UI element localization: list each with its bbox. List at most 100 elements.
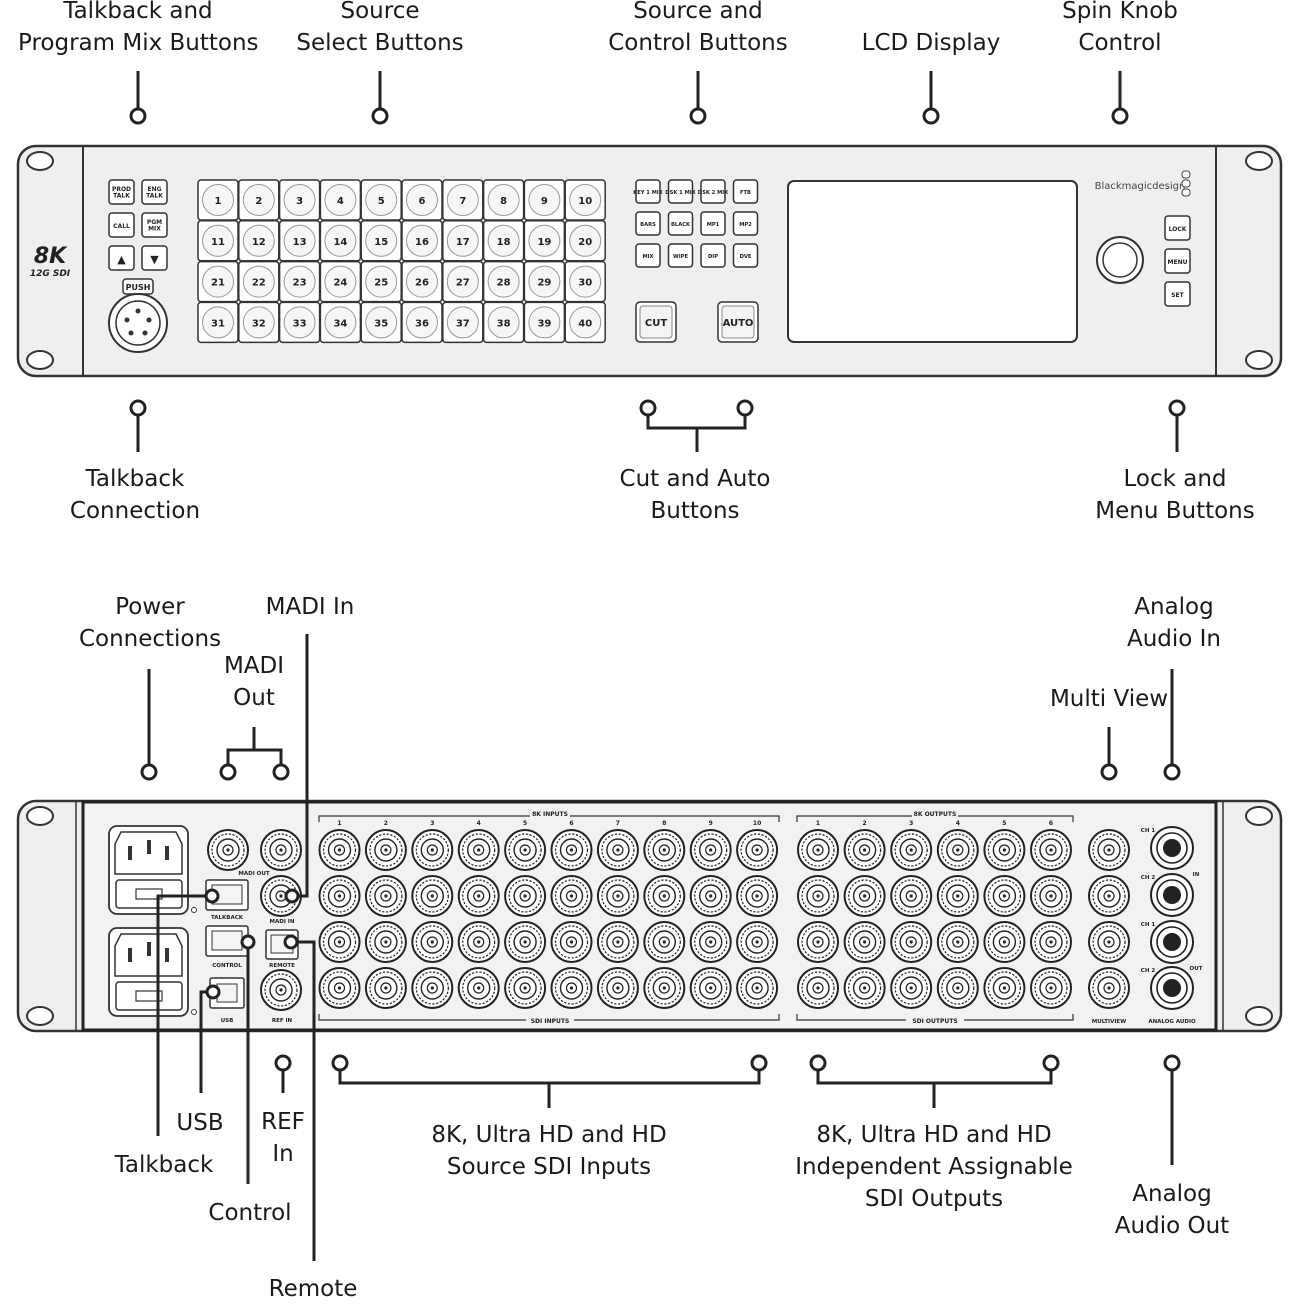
source-button[interactable]: 22 bbox=[238, 260, 280, 303]
sdi-input-bnc[interactable] bbox=[364, 875, 407, 917]
sdi-output-bnc[interactable] bbox=[936, 967, 979, 1009]
source-button[interactable]: 23 bbox=[278, 260, 321, 303]
sdi-output-bnc[interactable] bbox=[797, 921, 839, 963]
sdi-output-bnc[interactable] bbox=[890, 967, 933, 1009]
source-button[interactable]: 20 bbox=[564, 220, 606, 262]
source-button[interactable]: 2 bbox=[238, 179, 280, 221]
control-port[interactable]: CONTROL bbox=[205, 925, 249, 969]
talkback-port[interactable]: TALKBACK bbox=[205, 879, 249, 921]
sdi-output-bnc[interactable] bbox=[890, 921, 933, 963]
sdi-output-bnc[interactable] bbox=[797, 967, 839, 1009]
sdi-input-bnc[interactable] bbox=[643, 829, 686, 871]
sdi-input-bnc[interactable] bbox=[596, 829, 639, 871]
source-button[interactable]: 21 bbox=[197, 260, 239, 303]
control-button[interactable]: DSK 1 MIX bbox=[665, 179, 696, 204]
source-button[interactable]: 18 bbox=[482, 220, 525, 262]
cut-button[interactable]: CUT bbox=[635, 301, 677, 343]
sdi-output-bnc[interactable] bbox=[843, 921, 886, 963]
source-button[interactable]: 25 bbox=[360, 260, 402, 303]
control-button[interactable]: FTB bbox=[732, 179, 759, 204]
sdi-output-bnc[interactable] bbox=[797, 829, 839, 871]
sdi-output-bnc[interactable] bbox=[797, 875, 839, 917]
multiview-bnc[interactable] bbox=[1088, 829, 1130, 871]
sdi-input-bnc[interactable] bbox=[318, 875, 361, 917]
madi-in-bnc[interactable] bbox=[260, 875, 302, 917]
source-button[interactable]: 10 bbox=[564, 179, 606, 221]
sdi-input-bnc[interactable] bbox=[736, 967, 779, 1009]
sdi-output-bnc[interactable] bbox=[983, 921, 1026, 963]
sdi-input-bnc[interactable] bbox=[364, 921, 407, 963]
talkback-panel-button[interactable]: CALL bbox=[108, 212, 135, 238]
sdi-output-bnc[interactable] bbox=[983, 875, 1026, 917]
sdi-output-bnc[interactable] bbox=[890, 829, 933, 871]
menu-button[interactable]: MENU bbox=[1164, 248, 1191, 274]
sdi-output-bnc[interactable] bbox=[1030, 921, 1072, 963]
source-button[interactable]: 32 bbox=[238, 301, 280, 344]
sdi-input-bnc[interactable] bbox=[318, 921, 361, 963]
sdi-input-bnc[interactable] bbox=[318, 967, 361, 1009]
sdi-output-bnc[interactable] bbox=[890, 875, 933, 917]
sdi-input-bnc[interactable] bbox=[318, 829, 361, 871]
sdi-input-bnc[interactable] bbox=[689, 921, 732, 963]
source-button[interactable]: 19 bbox=[523, 220, 566, 262]
sdi-input-bnc[interactable] bbox=[364, 829, 407, 871]
sdi-output-bnc[interactable] bbox=[983, 967, 1026, 1009]
source-button[interactable]: 15 bbox=[360, 220, 402, 262]
control-button[interactable]: MP1 bbox=[700, 211, 726, 236]
source-button[interactable]: 30 bbox=[564, 260, 606, 303]
sdi-input-bnc[interactable] bbox=[504, 875, 547, 917]
source-button[interactable]: 12 bbox=[238, 220, 280, 262]
source-button[interactable]: 29 bbox=[523, 260, 566, 303]
analog-audio-jack[interactable]: CH 2 bbox=[1141, 966, 1194, 1010]
analog-audio-jack[interactable]: CH 1 bbox=[1141, 826, 1194, 870]
lock-button[interactable]: LOCK bbox=[1164, 215, 1191, 241]
control-button[interactable]: DSK 2 MIX bbox=[698, 179, 728, 204]
madi-out-bnc[interactable] bbox=[207, 829, 249, 871]
source-button[interactable]: 4 bbox=[319, 179, 362, 221]
sdi-input-bnc[interactable] bbox=[411, 829, 454, 871]
source-button[interactable]: 38 bbox=[482, 301, 525, 344]
sdi-output-bnc[interactable] bbox=[843, 967, 886, 1009]
sdi-output-bnc[interactable] bbox=[983, 829, 1026, 871]
sdi-input-bnc[interactable] bbox=[550, 921, 593, 963]
source-button[interactable]: 40 bbox=[564, 301, 606, 344]
set-button[interactable]: SET bbox=[1164, 281, 1191, 307]
sdi-input-bnc[interactable] bbox=[596, 875, 639, 917]
sdi-input-bnc[interactable] bbox=[689, 967, 732, 1009]
source-button[interactable]: 31 bbox=[197, 301, 239, 344]
madi-out-bnc[interactable] bbox=[260, 829, 302, 871]
auto-button[interactable]: AUTO bbox=[717, 301, 759, 343]
sdi-output-bnc[interactable] bbox=[936, 921, 979, 963]
source-button[interactable]: 27 bbox=[442, 260, 484, 303]
power-socket-2[interactable] bbox=[108, 927, 197, 1017]
control-button[interactable]: BARS bbox=[635, 211, 661, 236]
multiview-bnc[interactable] bbox=[1088, 967, 1130, 1009]
sdi-input-bnc[interactable] bbox=[411, 875, 454, 917]
sdi-output-bnc[interactable] bbox=[843, 829, 886, 871]
multiview-bnc[interactable] bbox=[1088, 875, 1130, 917]
analog-audio-jack[interactable]: CH 1 bbox=[1141, 920, 1194, 964]
sdi-output-bnc[interactable] bbox=[843, 875, 886, 917]
source-button[interactable]: 13 bbox=[278, 220, 321, 262]
talkback-panel-button[interactable]: ▼ bbox=[141, 245, 168, 271]
source-button[interactable]: 14 bbox=[319, 220, 362, 262]
source-button[interactable]: 17 bbox=[442, 220, 484, 262]
source-button[interactable]: 33 bbox=[278, 301, 321, 344]
sdi-input-bnc[interactable] bbox=[550, 967, 593, 1009]
sdi-output-bnc[interactable] bbox=[1030, 875, 1072, 917]
sdi-input-bnc[interactable] bbox=[550, 875, 593, 917]
sdi-input-bnc[interactable] bbox=[364, 967, 407, 1009]
spin-knob[interactable] bbox=[1096, 236, 1144, 284]
talkback-xlr-connector[interactable]: PUSH bbox=[108, 278, 168, 353]
sdi-input-bnc[interactable] bbox=[411, 967, 454, 1009]
source-button[interactable]: 34 bbox=[319, 301, 362, 344]
ref-in-bnc[interactable] bbox=[260, 969, 302, 1011]
sdi-input-bnc[interactable] bbox=[736, 921, 779, 963]
sdi-input-bnc[interactable] bbox=[643, 967, 686, 1009]
sdi-input-bnc[interactable] bbox=[643, 875, 686, 917]
source-button[interactable]: 11 bbox=[197, 220, 239, 262]
sdi-input-bnc[interactable] bbox=[457, 829, 500, 871]
